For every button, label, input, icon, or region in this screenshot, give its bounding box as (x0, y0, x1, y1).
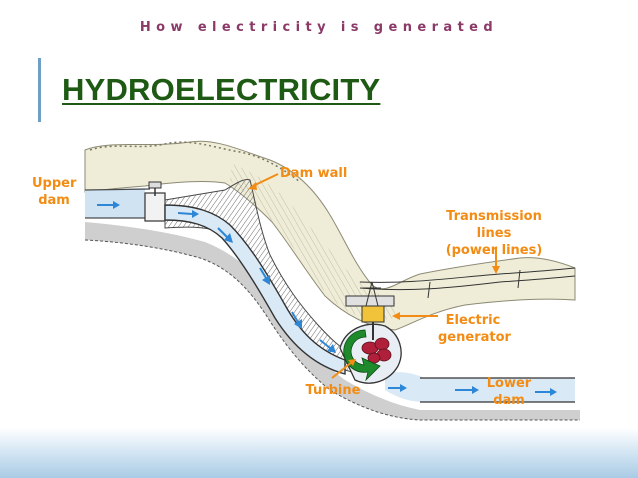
flow-arrows (97, 201, 557, 396)
label-upper-dam: Upper dam (32, 176, 77, 208)
accent-bar (38, 58, 41, 122)
label-leaders (248, 173, 500, 379)
lower-rock (85, 222, 580, 420)
hillside-shading (230, 164, 395, 320)
label-electric-generator: Electric generator (438, 313, 511, 345)
generator-rotor (361, 337, 392, 364)
slide-title: HYDROELECTRICITY (62, 72, 381, 107)
label-dam-wall: Dam wall (280, 166, 348, 181)
slide-subtitle: How electricity is generated (139, 20, 499, 35)
generator-housing (361, 305, 385, 323)
transmission-lines (359, 267, 576, 307)
lower-dam-water (385, 372, 575, 402)
intake-gate (144, 192, 166, 222)
label-transmission-lines: Transmission lines (power lines) (445, 209, 543, 258)
label-lower-dam: Lower dam (486, 376, 532, 408)
turbine-rotation-arrow (343, 329, 381, 382)
footer-gradient-band (0, 428, 638, 478)
label-turbine: Turbine (305, 383, 361, 398)
